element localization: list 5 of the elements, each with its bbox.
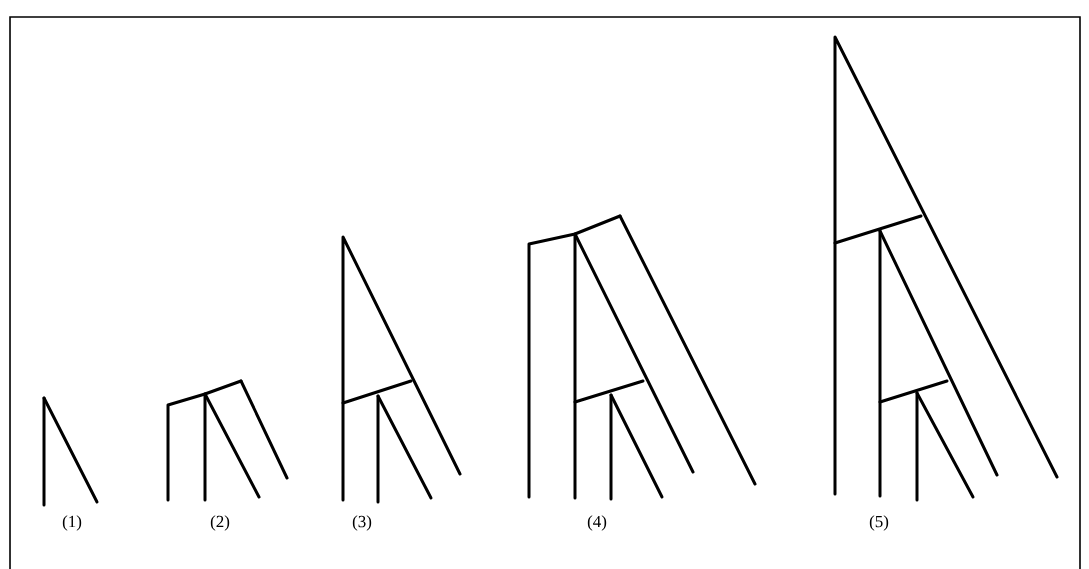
figure-label: (4)	[587, 515, 607, 531]
figure-label: (2)	[210, 515, 230, 531]
figure-label: (1)	[62, 515, 82, 531]
figure-label: (5)	[869, 515, 889, 531]
figure-label: (3)	[352, 515, 372, 531]
